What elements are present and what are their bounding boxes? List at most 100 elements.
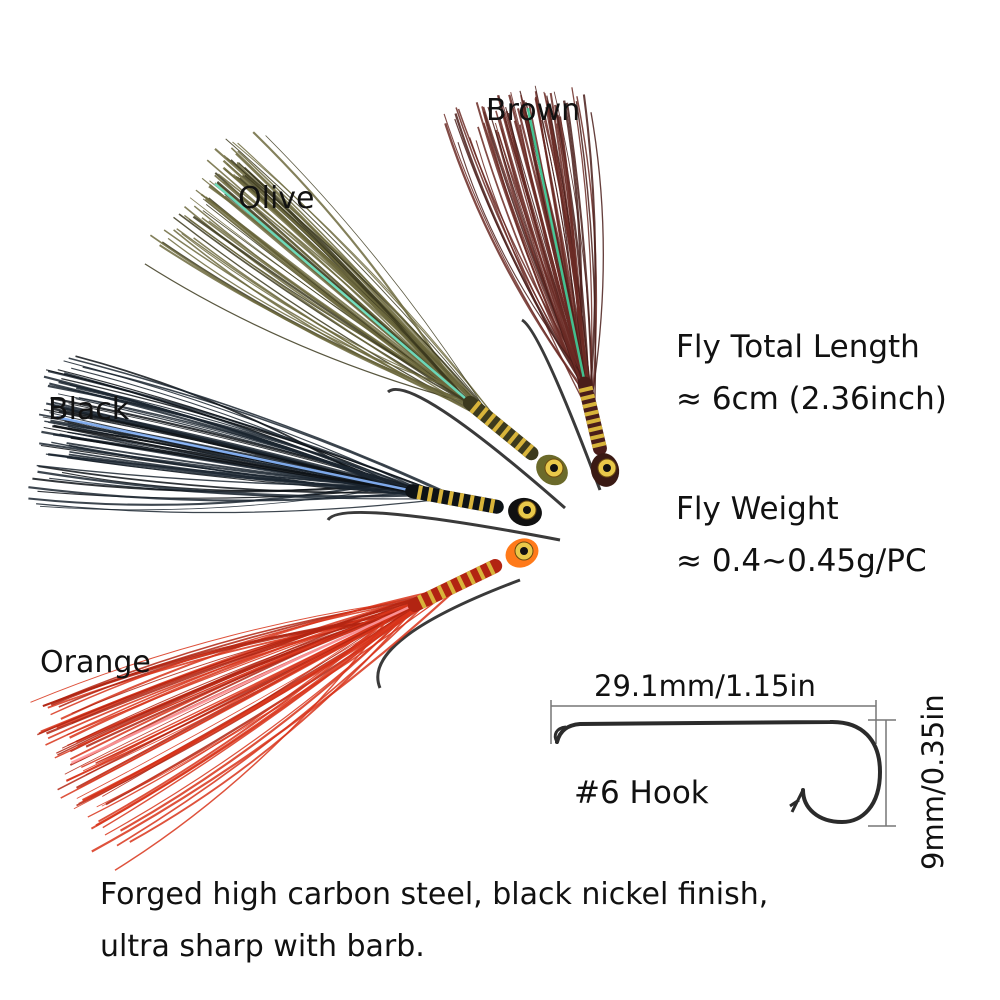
fly-hair-fibre [66, 442, 407, 491]
fly-label-olive: Olive [238, 181, 315, 216]
fly-gold-rib [488, 498, 496, 514]
fly-label-brown: Brown [486, 93, 581, 128]
olive-fly [144, 131, 568, 510]
fly-gold-rib [417, 594, 427, 609]
fly-gold-rib [588, 425, 603, 433]
hook-width-label: 29.1mm/1.15in [594, 669, 816, 703]
fly-hair-fibre [159, 244, 472, 405]
fly-hair-fibre [224, 168, 495, 424]
hook-height-dimension-line [868, 719, 896, 827]
fly-pupil [523, 506, 531, 514]
fly-hair-fibre [201, 217, 460, 395]
fly-gold-rib [514, 437, 527, 451]
fly-hair-fibre [53, 424, 449, 499]
fly-hair-fibre [545, 106, 590, 403]
fly-hair-fibre [457, 142, 584, 376]
fly-hair-fibre [226, 157, 504, 431]
fly-gold-rib [466, 570, 476, 585]
fly-pupil [550, 464, 558, 472]
fly-hair-fibre [60, 594, 435, 799]
fly-hair-fibre [575, 101, 597, 425]
orange-fly [30, 538, 539, 871]
fly-gold-rib [436, 584, 447, 600]
fly-hair-fibre [114, 617, 390, 871]
fly-gold-rib [478, 496, 486, 512]
black-fly [28, 355, 561, 542]
fly-hair-fibre [237, 150, 485, 415]
fly-hair-fibre [178, 213, 476, 409]
fly-gold-rib [591, 441, 607, 449]
fly-hair-fibre [176, 228, 498, 426]
fly-gold-rib [426, 487, 434, 502]
fly-hair-fibre [225, 138, 503, 430]
fly-hair-fibre [55, 597, 428, 702]
fly-hair-fibre [39, 487, 393, 511]
material-description-line-1: Forged high carbon steel, black nickel f… [100, 877, 769, 912]
hook-barb-icon [789, 789, 805, 813]
fly-gold-rib [446, 580, 457, 595]
fly-flash-strand [214, 182, 485, 415]
fly-hair-fibre [77, 585, 456, 747]
fly-gold-rib [476, 565, 486, 581]
fly-weight-title: Fly Weight [676, 491, 839, 527]
fly-hook-icon [386, 387, 566, 510]
hook-eye-icon [553, 725, 567, 743]
fly-gold-rib [507, 431, 519, 445]
hook-height-label: 9mm/0.35in [916, 694, 950, 870]
fly-hair-fibre [202, 210, 444, 382]
fly-hook-icon [326, 511, 561, 542]
fly-label-orange: Orange [40, 645, 151, 680]
fly-hair-fibre [50, 396, 450, 499]
fly-hair-fibre [47, 453, 452, 500]
fly-hair-fibre [589, 112, 604, 408]
fly-hair-fibre [244, 174, 458, 394]
fly-weight-value: ≈ 0.4~0.45g/PC [676, 543, 927, 579]
fly-gold-rib [476, 406, 489, 421]
fly-hair-fibre [68, 357, 466, 502]
fly-hair-fibre [46, 585, 453, 735]
fly-body [407, 559, 503, 613]
fly-gold-rib [447, 491, 454, 506]
fly-hair-fibre [500, 128, 592, 409]
fly-hair-fibre [57, 583, 459, 756]
fly-hair-fibre [200, 193, 480, 412]
fly-hair-fibre [222, 159, 459, 394]
fly-hair-fibre [496, 95, 594, 421]
fly-hair-fibre [481, 106, 590, 401]
fly-hair-fibre [61, 377, 459, 501]
fly-gold-rib [491, 419, 504, 433]
fly-hair-fibre [183, 214, 497, 425]
fly-hair-fibre [69, 450, 417, 493]
fly-hair-fibre [582, 94, 597, 404]
fly-hair-fibre [38, 465, 419, 494]
fly-hair-fibre [82, 366, 460, 501]
fly-hair-fibre [82, 593, 437, 801]
fly-hair-fibre [50, 620, 382, 706]
hook-icon [555, 719, 883, 825]
fly-hair-fibre [37, 487, 397, 499]
fly-length-title: Fly Total Length [676, 329, 920, 365]
fly-flash-strand [70, 595, 434, 764]
fly-gold-rib [437, 489, 444, 504]
fly-gold-rib [456, 575, 467, 590]
brown-fly [443, 85, 620, 491]
fly-hair-fibre [265, 135, 494, 423]
fly-hair-fibre [116, 595, 434, 847]
fly-length-value: ≈ 6cm (2.36inch) [676, 381, 947, 417]
fly-hair-fibre [534, 85, 588, 393]
fly-hair-fibre [78, 396, 424, 494]
fly-hair-fibre [252, 131, 462, 396]
fly-hair-fibre [85, 620, 383, 784]
fly-gold-rib [426, 589, 437, 605]
fly-gold-rib [499, 425, 512, 439]
fly-hair-fibre [37, 596, 431, 736]
fly-gold-rib [578, 385, 594, 393]
hook-width-dimension-line [550, 700, 877, 744]
fly-gold-rib [522, 443, 535, 458]
fly-hair-fibre [237, 142, 511, 436]
hook-diagram [550, 700, 896, 827]
fly-hair-fibre [444, 123, 589, 396]
fly-hair-fibre [82, 586, 453, 802]
